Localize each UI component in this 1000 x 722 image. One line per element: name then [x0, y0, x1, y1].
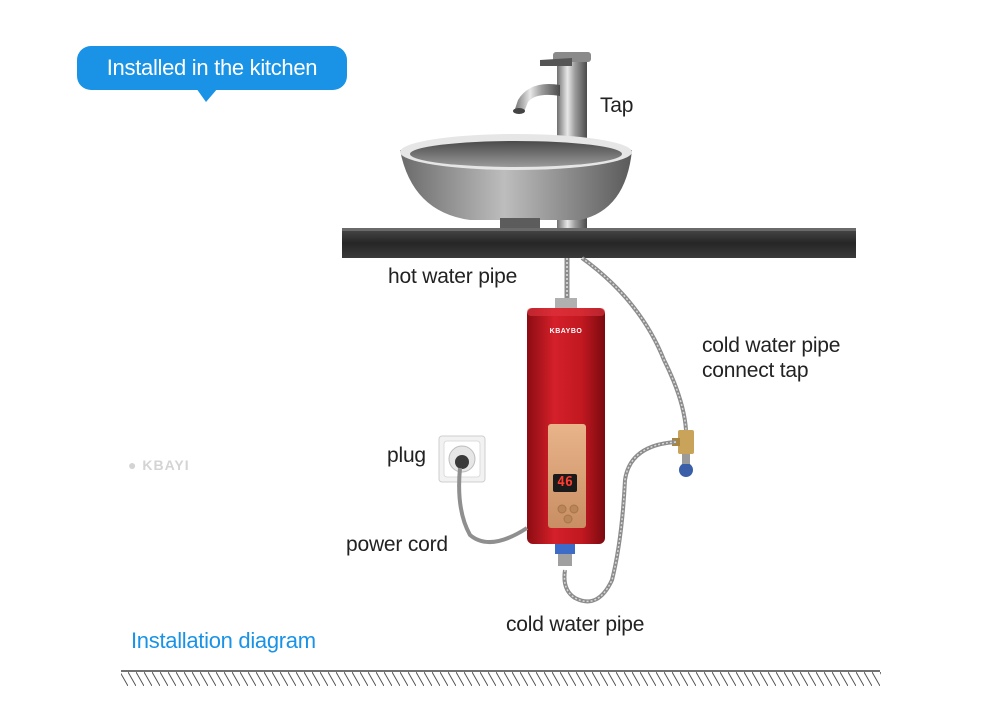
label-hot-water-pipe: hot water pipe: [388, 265, 518, 288]
valve-icon: [672, 430, 694, 477]
banner-tail: [196, 88, 218, 102]
label-cold-water-pipe-connect-tap-1: cold water pipe: [702, 334, 841, 357]
label-cold-water-pipe-connect-tap-2: connect tap: [702, 359, 809, 382]
watermark-icon: ●: [128, 457, 138, 473]
power-cord: [457, 467, 529, 545]
sink-bowl: [400, 134, 632, 230]
water-heater: [527, 298, 605, 566]
watermark-text: KBAYI: [142, 457, 190, 473]
wall-socket: [438, 435, 486, 483]
label-power-cord: power cord: [346, 533, 448, 556]
installation-diagram-title: Installation diagram: [131, 628, 316, 653]
label-tap: Tap: [600, 94, 634, 117]
ground-line: [121, 670, 881, 686]
watermark-logo: ● KBAYI: [128, 457, 190, 473]
label-plug: plug: [387, 444, 426, 467]
heater-brand-label: KBAYBO: [549, 328, 583, 335]
installed-banner: Installed in the kitchen: [77, 46, 347, 90]
countertop: [342, 228, 856, 258]
heater-display-value: 46: [557, 475, 573, 490]
label-cold-water-pipe: cold water pipe: [506, 613, 645, 636]
